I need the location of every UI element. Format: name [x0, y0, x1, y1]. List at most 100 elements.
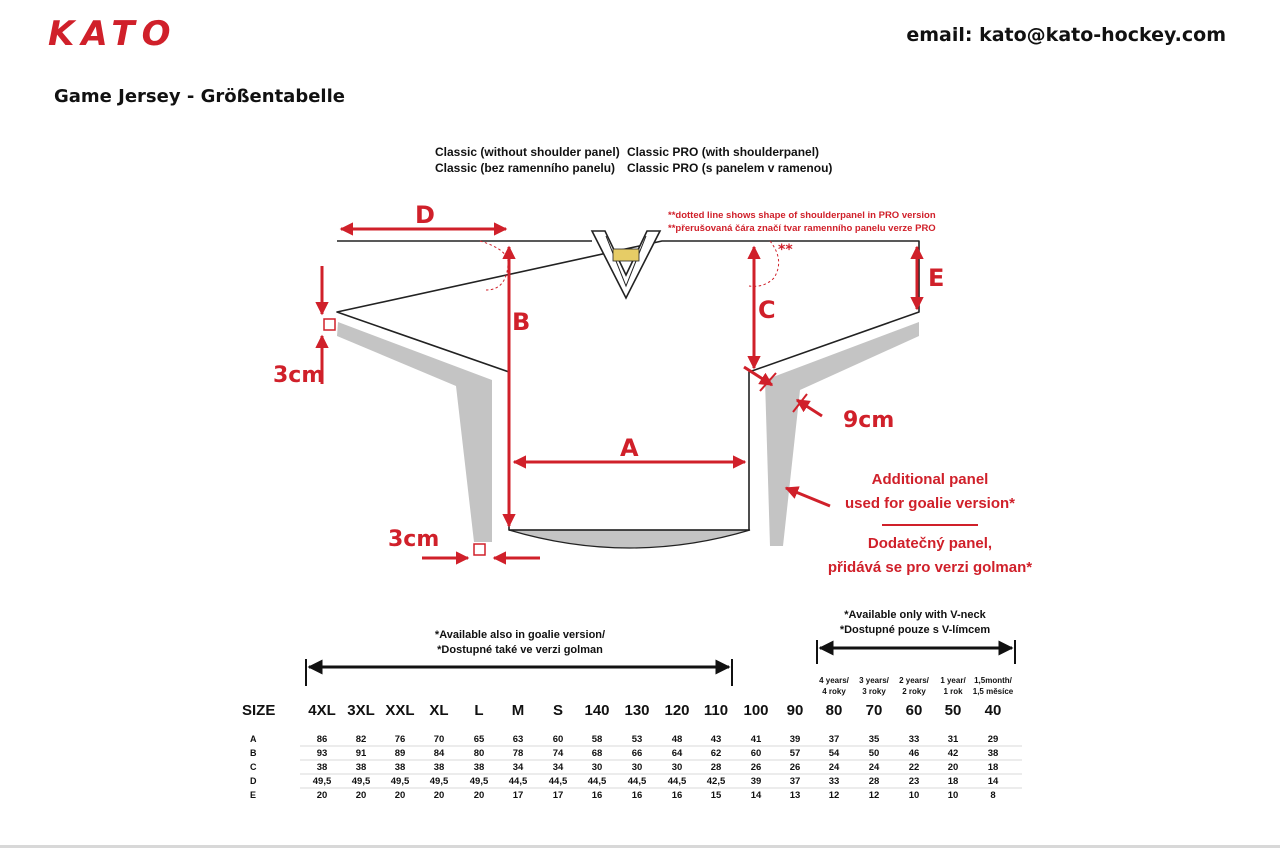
- vneck-availability-note: *Available only with V-neck *Dostupné po…: [820, 608, 1010, 638]
- table-cell: 44,5: [548, 776, 568, 787]
- table-cell: 20: [433, 790, 445, 801]
- table-cell: 63: [512, 734, 524, 745]
- row-label-b: B: [250, 748, 257, 758]
- table-cell: 15: [710, 790, 722, 801]
- table-cell: 42,5: [706, 776, 726, 787]
- left-3cm-label: 3cm: [273, 363, 325, 388]
- table-cell: 76: [394, 734, 406, 745]
- right-9cm-tick-b: [792, 393, 808, 413]
- table-cell: 84: [433, 748, 445, 759]
- dimension-d-label: D: [415, 201, 435, 229]
- table-cell: 30: [591, 762, 603, 773]
- table-cell: 39: [750, 776, 762, 787]
- table-cell: 68: [591, 748, 603, 759]
- table-cell: 35: [868, 734, 880, 745]
- size-header-90: 90: [786, 702, 804, 719]
- table-cell: 64: [671, 748, 683, 759]
- row-label-d: D: [250, 776, 257, 786]
- table-cell: 49,5: [469, 776, 489, 787]
- goalie-panel-note-cz-1: Dodatečný panel,: [867, 535, 993, 552]
- table-cell: 17: [552, 790, 564, 801]
- table-cell: 46: [908, 748, 920, 759]
- table-cell: 8: [990, 790, 996, 801]
- table-cell: 38: [987, 748, 999, 759]
- table-cell: 38: [355, 762, 367, 773]
- size-header-140: 140: [584, 702, 610, 719]
- contact-email[interactable]: email: kato@kato-hockey.com: [906, 24, 1226, 46]
- size-header-M: M: [511, 702, 525, 719]
- size-header-XL: XL: [429, 702, 449, 719]
- table-cell: 18: [947, 776, 959, 787]
- table-cell: 54: [828, 748, 840, 759]
- table-cell: 44,5: [627, 776, 647, 787]
- goalie-panel-note-cz-2: přidává se pro verzi golman*: [827, 559, 1033, 576]
- table-cell: 34: [512, 762, 524, 773]
- table-cell: 20: [316, 790, 328, 801]
- table-cell: 82: [355, 734, 367, 745]
- table-cell: 26: [750, 762, 762, 773]
- table-cell: 10: [947, 790, 959, 801]
- table-cell: 31: [947, 734, 959, 745]
- variant-classic-cz: Classic (bez ramenního panelu): [435, 161, 616, 175]
- age-note-60-line2: 2 roky: [902, 687, 926, 696]
- table-cell: 38: [433, 762, 445, 773]
- table-cell: 16: [671, 790, 683, 801]
- variant-legend: Classic (without shoulder panel) Classic…: [435, 144, 832, 176]
- age-note-70: 3 years/3 roky: [844, 675, 904, 697]
- table-cell: 18: [987, 762, 999, 773]
- row-label-e: E: [250, 790, 257, 800]
- table-cell: 17: [512, 790, 524, 801]
- table-cell: 38: [473, 762, 485, 773]
- goalie-panel-note-divider: [882, 524, 978, 526]
- dimension-c-label: C: [758, 296, 776, 324]
- dotted-line-note-cz: **přerušovaná čára značí tvar ramenního …: [668, 223, 936, 234]
- row-label-c: C: [250, 762, 257, 772]
- size-header-label: SIZE: [242, 702, 276, 719]
- table-cell: 28: [710, 762, 722, 773]
- table-cell: 60: [750, 748, 762, 759]
- page-title: Game Jersey - Größentabelle: [54, 86, 345, 107]
- table-cell: 86: [316, 734, 328, 745]
- table-cell: 58: [591, 734, 603, 745]
- table-cell: 49,5: [390, 776, 410, 787]
- dotted-asterisks: **: [778, 242, 793, 258]
- table-cell: 26: [789, 762, 801, 773]
- kato-logo: KATO: [48, 14, 178, 54]
- table-cell: 49,5: [429, 776, 449, 787]
- row-label-a: A: [250, 734, 257, 744]
- table-cell: 24: [828, 762, 840, 773]
- jersey-hem: [508, 529, 751, 549]
- table-cell: 49,5: [312, 776, 332, 787]
- table-cell: 28: [868, 776, 880, 787]
- size-header-40: 40: [984, 702, 1002, 719]
- age-note-40-line1: 1,5month/: [974, 676, 1012, 685]
- table-cell: 48: [671, 734, 683, 745]
- table-cell: 23: [908, 776, 920, 787]
- table-cell: 10: [908, 790, 920, 801]
- table-cell: 70: [433, 734, 445, 745]
- age-note-70-line2: 3 roky: [862, 687, 886, 696]
- size-header-120: 120: [664, 702, 690, 719]
- age-note-50: 1 year/1 rok: [923, 675, 983, 697]
- age-note-80-line2: 4 roky: [822, 687, 846, 696]
- v-neck-collar: [590, 230, 662, 300]
- table-cell: 12: [828, 790, 840, 801]
- age-note-50-line2: 1 rok: [943, 687, 963, 696]
- dotted-line-note: **dotted line shows shape of shoulderpan…: [668, 209, 936, 235]
- goalie-panel-pointer: [784, 486, 831, 508]
- table-cell: 34: [552, 762, 564, 773]
- goalie-panel-note-en-1: Additional panel: [871, 471, 989, 488]
- table-cell: 20: [394, 790, 406, 801]
- right-goalie-panel: [765, 322, 919, 546]
- goalie-panel-note-en-2: used for goalie version*: [844, 495, 1016, 512]
- size-header-3XL: 3XL: [347, 702, 375, 719]
- table-cell: 78: [512, 748, 524, 759]
- table-cell: 22: [908, 762, 920, 773]
- table-cell: 57: [789, 748, 801, 759]
- table-cell: 20: [473, 790, 485, 801]
- size-header-S: S: [552, 702, 563, 719]
- dimension-a-label: A: [620, 434, 639, 462]
- age-note-40-line2: 1,5 měsíce: [972, 687, 1014, 696]
- size-header-L: L: [474, 702, 484, 719]
